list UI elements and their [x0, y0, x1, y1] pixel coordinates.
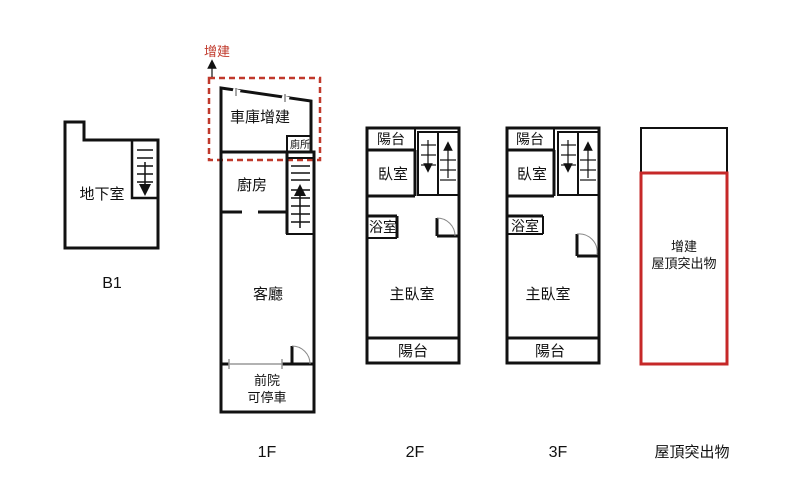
3f-room-master-bedroom: 主臥室 [525, 285, 570, 303]
roof-caption: 屋頂突出物 [654, 444, 729, 461]
floor-1f: 車庫增建 廁所 增建 廚房 客廳 [204, 45, 322, 461]
1f-caption: 1F [258, 444, 277, 461]
floor-roof: 增建 屋頂突出物 屋頂突出物 [639, 127, 730, 461]
3f-caption: 3F [549, 444, 568, 461]
1f-addition-dashed-box [207, 76, 322, 162]
3f-room-balcony-top: 陽台 [516, 132, 544, 148]
3f-room-balcony-bottom: 陽台 [535, 342, 565, 360]
2f-room-bathroom: 浴室 [369, 219, 397, 236]
roof-room-addition-line1: 增建 [671, 240, 697, 255]
roof-room-addition-line2: 屋頂突出物 [651, 256, 716, 272]
2f-caption: 2F [406, 444, 425, 461]
2f-room-balcony-bottom: 陽台 [398, 342, 428, 360]
floor-b1: 地下室 B1 [63, 120, 160, 292]
floor-3f: 陽台 臥室 浴室 主臥室 陽台 3F [505, 126, 601, 461]
roof-addition-box [639, 171, 729, 366]
b1-room-basement: 地下室 [79, 185, 124, 203]
3f-stair [557, 131, 600, 196]
1f-room-front-yard-line2: 可停車 [247, 390, 286, 406]
1f-room-toilet: 廁所 [290, 138, 310, 151]
1f-room-kitchen: 廚房 [237, 176, 267, 194]
floor-2f: 陽台 臥室 浴室 主臥室 陽台 2F [365, 126, 461, 461]
3f-room-bathroom: 浴室 [511, 218, 539, 235]
2f-outline [365, 126, 461, 365]
2f-room-master-bedroom: 主臥室 [389, 285, 434, 303]
1f-stair [286, 157, 315, 235]
1f-room-living: 客廳 [253, 285, 283, 303]
1f-main-outline [219, 150, 316, 414]
1f-room-front-yard-line1: 前院 [254, 373, 280, 389]
2f-stair [417, 131, 460, 196]
b1-caption: B1 [102, 275, 122, 292]
3f-room-bedroom: 臥室 [517, 165, 547, 183]
2f-room-bedroom: 臥室 [378, 165, 408, 183]
addition-marker-label: 增建 [204, 45, 230, 60]
1f-room-garage-addition: 車庫增建 [230, 108, 290, 126]
b1-stair [130, 138, 160, 200]
2f-room-balcony-top: 陽台 [377, 132, 405, 148]
